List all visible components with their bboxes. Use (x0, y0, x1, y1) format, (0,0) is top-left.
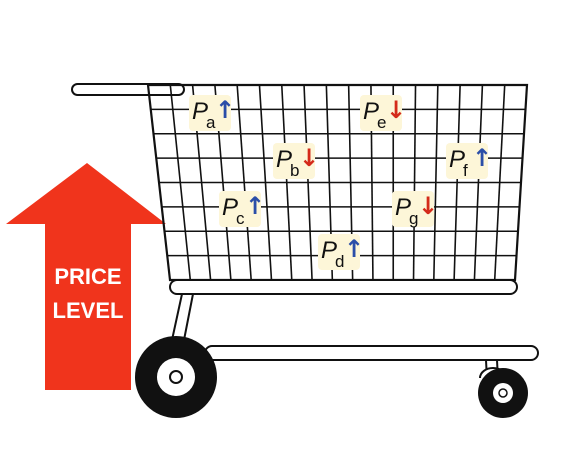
price-label-c: Pc↑ (219, 191, 265, 228)
price-label-background (219, 191, 261, 227)
price-symbol: P (449, 146, 465, 173)
price-label-e: Pe↓ (360, 95, 406, 132)
price-symbol: P (192, 98, 208, 125)
price-symbol: P (363, 98, 379, 125)
price-symbol: P (276, 146, 292, 173)
price-subscript: e (377, 113, 386, 132)
price-label-f: Pf↑ (446, 143, 492, 180)
arrow-up-icon: ↑ (344, 235, 364, 263)
cart-basket-grid (150, 84, 526, 281)
arrow-up-icon: ↑ (245, 192, 265, 220)
cart-basket (146, 83, 529, 282)
arrow-down-icon: ↓ (386, 96, 406, 124)
price-label-background (360, 95, 402, 131)
price-subscript: a (206, 113, 216, 132)
price-subscript: c (236, 209, 245, 228)
price-level-arrow: PRICE LEVEL (6, 163, 166, 390)
price-subscript: d (335, 252, 344, 271)
cart-front-leg (171, 293, 194, 341)
front-wheel (135, 336, 217, 418)
shopping-cart (71, 83, 539, 381)
price-label-g: Pg↓ (392, 191, 438, 228)
price-label-a: Pa↑ (189, 95, 235, 132)
price-label-background (392, 191, 434, 227)
price-label-d: Pd↑ (318, 234, 364, 271)
price-label-background (273, 143, 315, 179)
price-labels: Pa↑Pb↓Pc↑Pd↑Pe↓Pf↑Pg↓ (189, 95, 492, 271)
arrow-label-line1: PRICE (54, 264, 121, 289)
price-symbol: P (222, 194, 238, 221)
arrow-up-icon: ↑ (472, 144, 492, 172)
price-label-background (189, 95, 231, 131)
price-symbol: P (321, 237, 337, 264)
cart-handle (71, 83, 185, 96)
rear-wheel (478, 367, 528, 418)
price-subscript: g (409, 209, 418, 228)
arrow-down-icon: ↓ (418, 192, 438, 220)
arrow-up-icon: ↑ (215, 96, 235, 124)
arrow-label-line2: LEVEL (53, 298, 124, 323)
price-label-b: Pb↓ (273, 143, 319, 180)
price-subscript: b (290, 161, 299, 180)
cart-lower-rack (204, 345, 539, 361)
price-subscript: f (463, 161, 468, 180)
arrow-down-icon: ↓ (299, 144, 319, 172)
cart-basket-base (169, 279, 518, 295)
price-label-background (318, 234, 360, 270)
price-symbol: P (395, 194, 411, 221)
price-label-background (446, 143, 488, 179)
arrow-shape (6, 163, 166, 390)
